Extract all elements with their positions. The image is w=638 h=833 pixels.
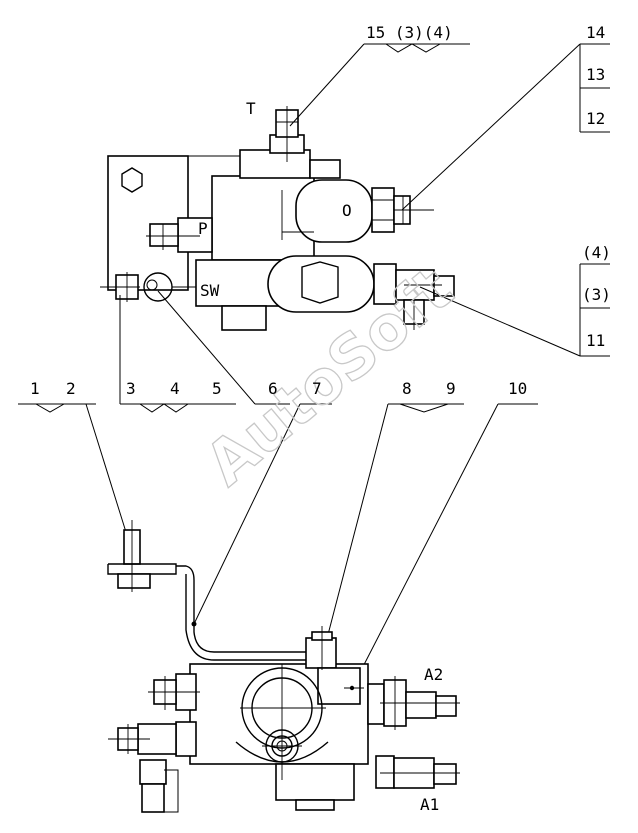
callout-6: 6 [268,379,278,398]
top-view-assembly [100,106,455,331]
callout-8: 8 [402,379,412,398]
callout-9: 9 [446,379,456,398]
callout-10: 10 [508,379,527,398]
port-label-a2: A2 [424,665,443,684]
port-labels: T O P SW A2 A1 [198,99,443,814]
mounting-plate [107,155,189,291]
callout-7: 7 [312,379,322,398]
callout-3-paren: (3) [582,285,611,304]
leader-lines [18,43,610,689]
callout-2: 2 [66,379,76,398]
callout-5: 5 [212,379,222,398]
callout-13: 13 [586,65,605,84]
bottom-view-assembly [107,520,460,813]
callout-12: 12 [586,109,605,128]
p-port-fitting [149,223,179,247]
hex-plug-boss [267,255,375,313]
callout-4-paren: (4) [582,243,611,262]
mounting-bracket [107,563,177,575]
mounting-bolt-hex [121,167,143,193]
port-label-t: T [246,99,256,118]
top-block-step [239,149,311,179]
port-label-p: P [198,219,208,238]
o-port-boss [295,179,373,243]
callout-4: 4 [170,379,180,398]
port-label-a1: A1 [420,795,439,814]
callout-15: 15 (3)(4) [366,23,453,42]
callout-3: 3 [126,379,136,398]
port-label-o: O [342,201,352,220]
port-label-sw: SW [200,281,220,300]
hex-plug [301,261,339,304]
bracket-arm [176,565,320,653]
callout-labels: 15 (3)(4) 14 13 12 (4) (3) 11 1 2 3 4 5 … [30,23,611,398]
callout-11: 11 [586,331,605,350]
callout-1: 1 [30,379,40,398]
callout-14: 14 [586,23,605,42]
